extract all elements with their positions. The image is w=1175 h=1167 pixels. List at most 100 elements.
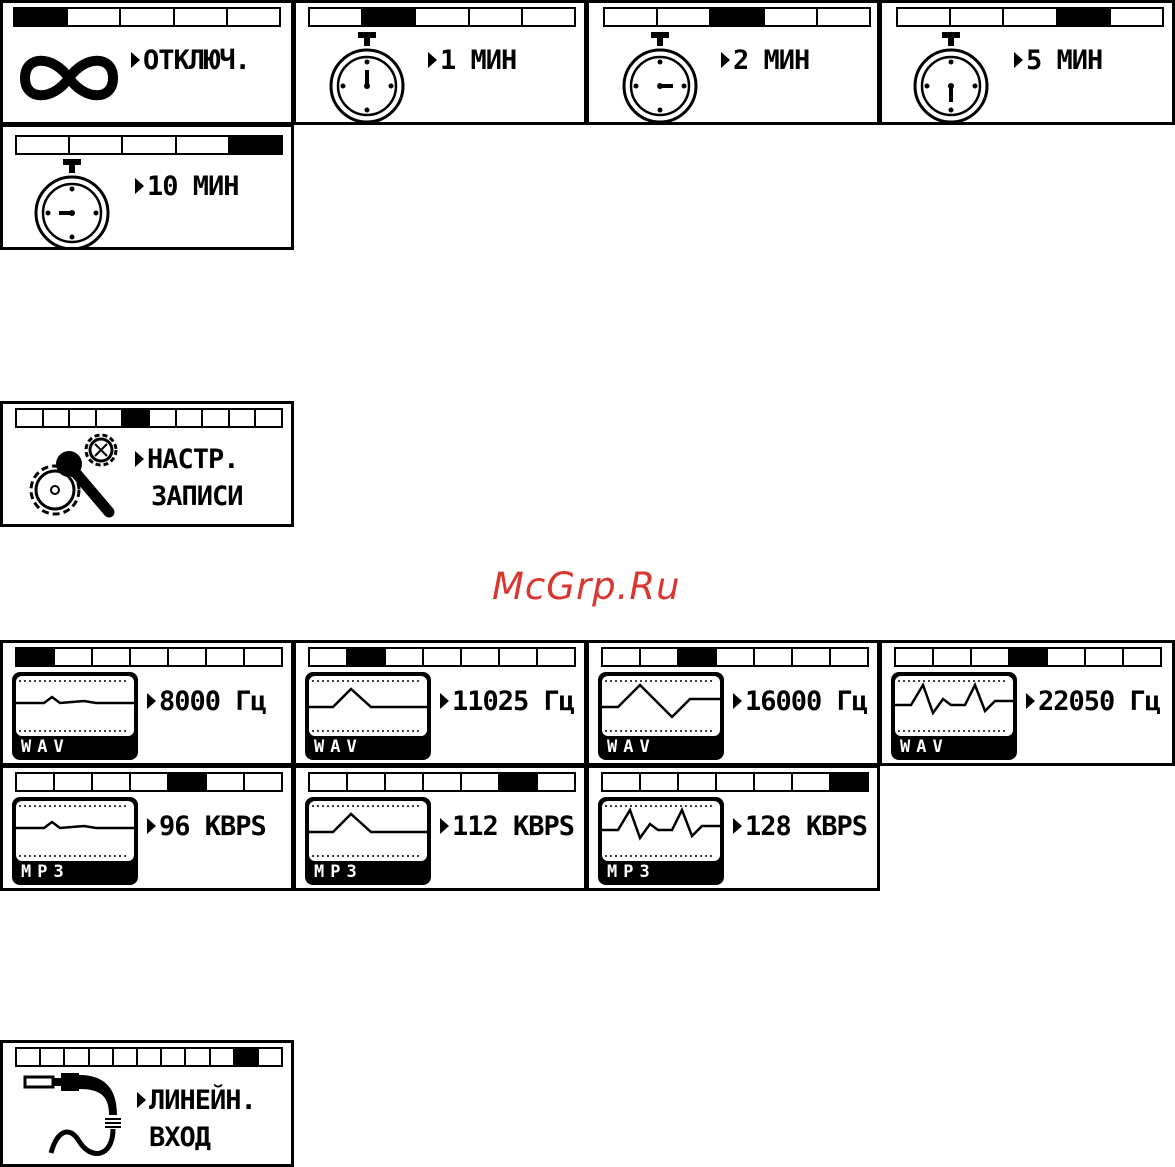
progress-segment — [1004, 9, 1057, 25]
progress-segments — [896, 7, 1164, 27]
progress-segment — [44, 410, 71, 426]
selector-arrow-icon — [440, 693, 449, 709]
progress-segment — [211, 1049, 235, 1065]
line-in-screen: ЛИНЕЙН. ВХОД — [0, 1040, 294, 1167]
progress-segments — [15, 408, 283, 428]
progress-segment — [55, 774, 93, 790]
format-badge: MP3 — [314, 862, 363, 882]
progress-segment — [150, 410, 177, 426]
progress-segment — [256, 410, 281, 426]
progress-segment — [177, 410, 204, 426]
progress-segment — [186, 1049, 210, 1065]
progress-segment — [70, 137, 123, 153]
progress-segment — [538, 649, 574, 665]
progress-segment — [831, 774, 867, 790]
progress-segment — [93, 649, 131, 665]
format-badge: MP3 — [607, 862, 656, 882]
timer-label: 2 МИН — [721, 46, 809, 76]
progress-segment — [175, 9, 228, 25]
stopwatch-icon — [326, 30, 408, 122]
progress-segment — [1048, 649, 1086, 665]
selector-arrow-icon — [721, 52, 730, 68]
selector-arrow-icon — [440, 818, 449, 834]
progress-segment — [658, 9, 711, 25]
quality-label: 22050 Гц — [1026, 687, 1160, 717]
progress-segment — [641, 774, 679, 790]
selector-arrow-icon — [131, 52, 140, 68]
progress-segment — [123, 137, 176, 153]
quality-label: 128 KBPS — [733, 812, 867, 842]
progress-segment — [538, 774, 574, 790]
progress-segment — [310, 774, 348, 790]
progress-segments — [15, 647, 283, 667]
progress-segment — [65, 1049, 89, 1065]
progress-segment — [793, 774, 831, 790]
progress-segment — [972, 649, 1010, 665]
progress-segment — [245, 774, 281, 790]
progress-segment — [230, 137, 281, 153]
progress-segment — [831, 649, 867, 665]
progress-segment — [17, 410, 44, 426]
quality-label: 16000 Гц — [733, 687, 867, 717]
progress-segment — [1124, 649, 1160, 665]
progress-segments — [308, 7, 576, 27]
progress-segment — [641, 649, 679, 665]
progress-segment — [818, 9, 869, 25]
timer-label: 5 МИН — [1014, 46, 1102, 76]
format-badge: WAV — [900, 737, 949, 757]
progress-segments — [15, 135, 283, 155]
progress-segment — [755, 774, 793, 790]
progress-segment — [470, 9, 523, 25]
progress-segment — [1010, 649, 1048, 665]
format-badge: MP3 — [21, 862, 70, 882]
quality-screen-96kbps: MP3 96 KBPS — [0, 765, 294, 891]
progress-segment — [1058, 9, 1111, 25]
progress-segment — [348, 774, 386, 790]
progress-segment — [896, 649, 934, 665]
progress-segment — [1086, 649, 1124, 665]
progress-segment — [17, 649, 55, 665]
progress-segments — [13, 7, 281, 27]
selector-arrow-icon — [135, 451, 144, 467]
progress-segment — [934, 649, 972, 665]
progress-segment — [755, 649, 793, 665]
record-settings-label-1: НАСТР. — [135, 445, 239, 475]
progress-segment — [97, 410, 124, 426]
stopwatch-icon — [910, 30, 992, 122]
selector-arrow-icon — [1026, 693, 1035, 709]
progress-segment — [235, 1049, 259, 1065]
record-settings-screen: НАСТР. ЗАПИСИ — [0, 401, 294, 527]
progress-segment — [603, 649, 641, 665]
timer-label: 10 МИН — [135, 172, 239, 202]
progress-segment — [93, 774, 131, 790]
progress-segment — [55, 649, 93, 665]
selector-arrow-icon — [733, 693, 742, 709]
mic-gear-icon — [17, 428, 129, 524]
quality-screen-112kbps: MP3 112 KBPS — [293, 765, 587, 891]
selector-arrow-icon — [733, 818, 742, 834]
progress-segment — [70, 410, 97, 426]
progress-segment — [138, 1049, 162, 1065]
progress-segment — [169, 649, 207, 665]
timer-screen-10min: 10 МИН — [0, 124, 294, 250]
quality-label: 11025 Гц — [440, 687, 574, 717]
progress-segment — [416, 9, 469, 25]
format-badge: WAV — [607, 737, 656, 757]
progress-segment — [114, 1049, 138, 1065]
progress-segment — [68, 9, 121, 25]
progress-segment — [679, 649, 717, 665]
selector-arrow-icon — [135, 178, 144, 194]
progress-segment — [207, 649, 245, 665]
progress-segment — [207, 774, 245, 790]
quality-label: 8000 Гц — [147, 687, 266, 717]
quality-label: 112 KBPS — [440, 812, 574, 842]
progress-segments — [308, 647, 576, 667]
stopwatch-icon — [31, 157, 113, 249]
progress-segment — [348, 649, 386, 665]
progress-segments — [894, 647, 1162, 667]
progress-segment — [500, 649, 538, 665]
audio-jack-icon — [21, 1069, 125, 1165]
progress-segment — [951, 9, 1004, 25]
progress-segment — [15, 9, 68, 25]
progress-segment — [603, 774, 641, 790]
